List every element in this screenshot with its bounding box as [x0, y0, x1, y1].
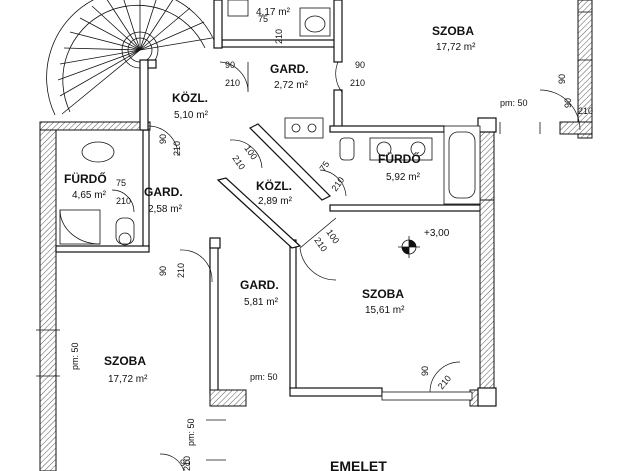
door-label: 90: [180, 458, 190, 468]
door-label: 210: [274, 29, 284, 44]
windows: [36, 11, 592, 461]
door-label: 210: [225, 78, 240, 88]
elevation-label: +3,00: [424, 228, 450, 239]
shower-icon: [59, 141, 115, 245]
room-area-szoba-sw: 17,72 m²: [108, 374, 148, 385]
door-label: 210: [230, 153, 247, 171]
door-label: 90: [158, 134, 168, 144]
room-area-kozl-top: 5,10 m²: [174, 110, 209, 121]
toilet-icon: [339, 137, 355, 161]
window-label: pm: 50: [250, 372, 278, 382]
door-swings: [111, 61, 581, 471]
room-area-furdo-left: 4,65 m²: [72, 190, 107, 201]
room-name-szoba-mid: SZOBA: [362, 287, 404, 301]
door-label: 90: [420, 366, 430, 376]
room-area-szoba-ne: 17,72 m²: [436, 42, 476, 53]
room-area-gard-top: 2,72 m²: [274, 80, 309, 91]
door-label: 90: [158, 266, 168, 276]
door-label: 210: [312, 235, 329, 253]
room-area-gard-left: 2,58 m²: [148, 204, 183, 215]
door-label: 210: [436, 373, 453, 391]
toilet-icon-top: [227, 0, 331, 37]
door-dimension-labels: 90 210 90 210 210 100 210 75 210 90 210 …: [116, 14, 593, 471]
door-label: 90: [225, 60, 235, 70]
room-name-kozl-top: KÖZL.: [172, 90, 208, 105]
room-name-gard-top: GARD.: [270, 62, 309, 76]
door-label: 90: [563, 98, 573, 108]
door-label: 75: [317, 159, 331, 173]
room-area-gard-mid: 5,81 m²: [244, 297, 279, 308]
room-name-gard-mid: GARD.: [240, 278, 279, 292]
window-label: pm: 50: [500, 98, 528, 108]
level-marker-icon: [398, 236, 420, 258]
door-label: 210: [350, 78, 365, 88]
toilet-icon-left: [115, 217, 135, 246]
kitchen-unit-icon: [284, 117, 324, 139]
spiral-stair-icon: [46, 0, 215, 116]
door-label: 75: [116, 178, 126, 188]
walls: [39, 0, 593, 471]
room-area-kozl-mid: 2,89 m²: [258, 196, 293, 207]
room-area-szoba-mid: 15,61 m²: [365, 305, 405, 316]
room-area-furdo-right: 5,92 m²: [386, 172, 421, 183]
door-label: 210: [172, 141, 182, 156]
room-name-szoba-sw: SZOBA: [104, 354, 146, 368]
window-label: pm: 50: [70, 342, 80, 370]
room-name-furdo-right: FÜRDŐ: [378, 151, 421, 166]
door-label: 90: [355, 60, 365, 70]
bathtub-icon: [443, 125, 481, 205]
door-label: 210: [329, 175, 346, 193]
door-label: 210: [176, 263, 186, 278]
room-labels: SZOBA 17,72 m² 4,17 m² GARD. 2,72 m² KÖZ…: [64, 7, 476, 385]
room-name-gard-left: GARD.: [144, 185, 183, 199]
door-label: 210: [578, 106, 593, 116]
window-labels: pm: 50 pm: 50 pm: 50 pm: 50: [70, 98, 528, 446]
door-label: 100: [242, 143, 259, 161]
room-area-top-wc: 4,17 m²: [256, 7, 291, 18]
door-label: 210: [116, 196, 131, 206]
level-title: EMELET: [330, 458, 387, 471]
sink-icon: [369, 137, 433, 161]
door-label: 75: [258, 14, 268, 24]
room-name-szoba-ne: SZOBA: [432, 24, 474, 38]
room-name-kozl-mid: KÖZL.: [256, 178, 292, 193]
room-name-furdo-left: FÜRDŐ: [64, 171, 107, 186]
window-label: pm: 50: [186, 418, 196, 446]
door-label: 90: [557, 74, 567, 84]
door-label: 210: [182, 456, 192, 471]
